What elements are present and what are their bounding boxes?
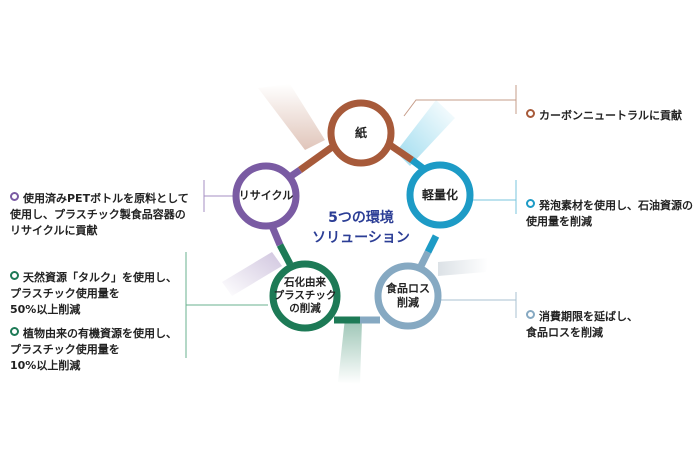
- note-recycle: 使用済みPETボトルを原料として 使用し、プラスチック製食品容器の リサイクルに…: [10, 175, 189, 239]
- ring-light-food: [424, 234, 440, 254]
- ring-paper-light: [388, 142, 414, 163]
- note-foodloss-text: 消費期限を延ばし、 食品ロスを削減: [526, 310, 638, 339]
- node-label-foodloss: 食品ロス 削減: [386, 282, 430, 309]
- node-paper: [327, 99, 395, 167]
- note-plastic-text-1: 天然資源「タルク」を使用し、 プラスチック使用量を 50%以上削減: [10, 271, 177, 316]
- note-light-text: 発泡素材を使用し、石油資源の 使用量を削減: [526, 199, 693, 228]
- bullet-icon: [526, 199, 535, 208]
- center-title-line1: 5つの環境: [328, 210, 394, 226]
- note-plastic-2: 植物由来の有機資源を使用し、 プラスチック使用量を 10%以上削減: [10, 310, 177, 374]
- bullet-icon: [10, 271, 19, 280]
- node-foodloss: [374, 262, 442, 330]
- node-label-light: 軽量化: [421, 188, 459, 202]
- center-title-line2: ソリューション: [312, 230, 410, 246]
- ray-brown: [258, 84, 325, 150]
- bullet-icon: [526, 310, 535, 319]
- note-plastic-text-2: 植物由来の有機資源を使用し、 プラスチック使用量を 10%以上削減: [10, 327, 177, 372]
- note-plastic-1: 天然資源「タルク」を使用し、 プラスチック使用量を 50%以上削減: [10, 254, 177, 318]
- connector-paper: [403, 99, 516, 117]
- node-label-plastic: 石化由来 プラスチック の削減: [273, 276, 337, 315]
- note-recycle-text: 使用済みPETボトルを原料として 使用し、プラスチック製食品容器の リサイクルに…: [10, 192, 189, 237]
- note-light: 発泡素材を使用し、石油資源の 使用量を削減: [526, 182, 693, 230]
- node-label-recycle: リサイクル: [238, 189, 294, 202]
- center-title: 5つの環境 ソリューション: [312, 208, 410, 248]
- note-paper-text: カーボンニュートラルに貢献: [539, 109, 682, 122]
- bullet-icon: [10, 192, 19, 201]
- node-recycle: [232, 162, 300, 230]
- node-label-paper: 紙: [354, 126, 368, 140]
- note-paper: カーボンニュートラルに貢献: [526, 92, 682, 124]
- bullet-icon: [10, 327, 19, 336]
- note-foodloss: 消費期限を延ばし、 食品ロスを削減: [526, 293, 638, 341]
- bullet-icon: [526, 109, 535, 118]
- ray-purple: [222, 252, 282, 296]
- ring-recycle-plastic: [268, 224, 284, 247]
- node-plastic: [269, 260, 341, 332]
- ring-plastic-recycle: [276, 243, 294, 266]
- node-light: [406, 161, 474, 229]
- ray-green: [338, 318, 362, 384]
- ray-blue: [396, 100, 455, 166]
- ring-paper-recycle: [297, 142, 338, 173]
- ray-grey: [438, 258, 488, 276]
